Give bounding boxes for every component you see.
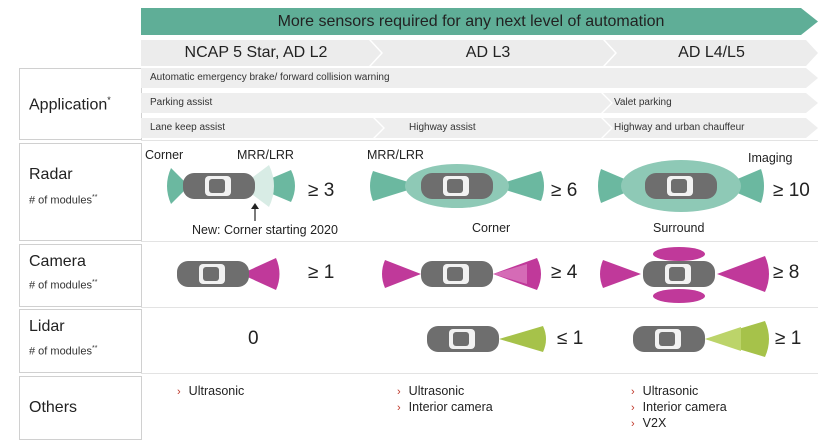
others-l45-item: ›Ultrasonic — [631, 384, 699, 398]
car-icon — [633, 326, 705, 352]
strip-aeb: Automatic emergency brake/ forward colli… — [150, 72, 390, 83]
car-icon — [183, 173, 255, 199]
strip-parking: Parking assist — [150, 97, 213, 108]
level-l2: NCAP 5 Star, AD L2 — [184, 44, 328, 61]
application-label: Application* — [29, 95, 111, 114]
others-l3-item: ›Interior camera — [397, 400, 493, 414]
others-l45-item: ›V2X — [631, 416, 667, 430]
bullet-chevron-icon: › — [397, 402, 401, 414]
others-l3-item: ›Ultrasonic — [397, 384, 465, 398]
car-icon — [427, 326, 499, 352]
radar-count-l45: ≥ 10 — [773, 180, 810, 201]
others-l45-item: ›Interior camera — [631, 400, 727, 414]
bullet-chevron-icon: › — [631, 402, 635, 414]
arrow-head — [251, 203, 259, 209]
lidar-sub: # of modules** — [29, 345, 98, 358]
radar-sub: # of modules** — [29, 194, 98, 207]
annotation-mrr-l2: MRR/LRR — [237, 148, 294, 162]
level-chevrons — [141, 40, 818, 66]
level-l45: AD L4/L5 — [678, 44, 745, 61]
application-strips — [141, 68, 818, 138]
lidar-illustrations — [427, 321, 769, 357]
bullet-chevron-icon: › — [177, 386, 181, 398]
camera-label: Camera — [29, 253, 86, 270]
camera-illustrations — [177, 247, 769, 303]
annotation-surround: Surround — [653, 221, 705, 235]
row-label-application: Application* — [19, 68, 142, 140]
banner-title: More sensors required for any next level… — [277, 13, 665, 30]
row-label-lidar: Lidar # of modules** — [19, 309, 142, 373]
car-icon — [421, 173, 493, 199]
lidar-label: Lidar — [29, 318, 65, 335]
row-divider — [141, 140, 818, 141]
row-divider — [141, 307, 818, 308]
bullet-chevron-icon: › — [631, 418, 635, 430]
row-label-radar: Radar # of modules** — [19, 143, 142, 241]
annotation-corner-l3: Corner — [472, 221, 511, 235]
bullet-chevron-icon: › — [397, 386, 401, 398]
others-label: Others — [29, 399, 78, 416]
strip-highway: Highway assist — [409, 122, 476, 133]
annotation-imaging: Imaging — [748, 151, 793, 165]
header-banner: More sensors required for any next level… — [141, 8, 818, 35]
banner-arrow — [141, 8, 818, 35]
car-icon — [421, 261, 493, 287]
row-label-others: Others — [19, 376, 142, 440]
strip-valet: Valet parking — [614, 97, 672, 108]
radar-illustrations — [167, 160, 764, 221]
lidar-count-l45: ≥ 1 — [775, 328, 802, 349]
strip-urban: Highway and urban chauffeur — [614, 122, 745, 133]
level-l3: AD L3 — [465, 44, 511, 61]
annotation-new-corner: New: Corner starting 2020 — [192, 223, 338, 237]
bullet-chevron-icon: › — [631, 386, 635, 398]
row-label-camera: Camera # of modules** — [19, 244, 142, 307]
radar-l2-sensors — [167, 165, 295, 207]
row-divider — [141, 241, 818, 242]
strip-lane: Lane keep assist — [150, 122, 226, 133]
car-icon — [177, 261, 249, 287]
lidar-count-l3: ≤ 1 — [557, 328, 584, 349]
annotation-corner-l2: Corner — [145, 148, 184, 162]
radar-label: Radar — [29, 166, 73, 183]
camera-count-l3: ≥ 4 — [551, 262, 578, 283]
others-l2-item: ›Ultrasonic — [177, 384, 245, 398]
camera-count-l45: ≥ 8 — [773, 262, 800, 283]
radar-count-l3: ≥ 6 — [551, 180, 578, 201]
car-icon — [645, 173, 717, 199]
annotation-mrr-l3: MRR/LRR — [367, 148, 424, 162]
lidar-count-l2: 0 — [248, 328, 259, 349]
camera-count-l2: ≥ 1 — [308, 262, 335, 283]
radar-count-l2: ≥ 3 — [308, 180, 335, 201]
car-icon — [643, 261, 715, 287]
row-divider — [141, 373, 818, 374]
camera-sub: # of modules** — [29, 279, 98, 292]
